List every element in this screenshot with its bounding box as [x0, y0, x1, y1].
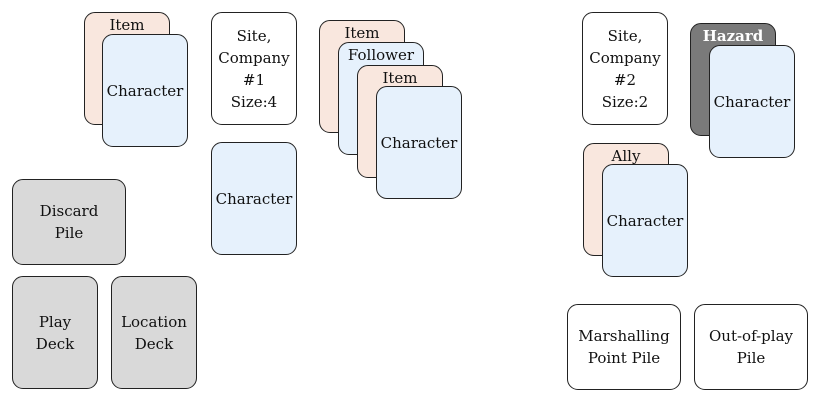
character-card[interactable]: Character [102, 34, 188, 147]
play-deck-label: Play Deck [35, 312, 75, 353]
item-card-stack-mid-label: Item [382, 69, 418, 87]
out-of-play-pile-label: Out-of-play Pile [709, 327, 793, 367]
site-card-company-1[interactable]: Site, Company #1 Size:4 [211, 12, 297, 125]
character-card-2[interactable]: Character [211, 142, 297, 255]
character-card-company-2b[interactable]: Character [602, 164, 688, 277]
discard-pile-label: Discard Pile [39, 202, 99, 242]
location-deck[interactable]: Location Deck [111, 276, 197, 389]
character-card-stack-label: Character [380, 133, 458, 152]
marshalling-point-pile-label: Marshalling Point Pile [578, 327, 670, 367]
character-card-company-2-label: Character [713, 92, 791, 111]
character-card-company-2b-label: Character [606, 211, 684, 230]
hazard-card-label: Hazard [702, 27, 764, 45]
marshalling-point-pile[interactable]: Marshalling Point Pile [567, 304, 681, 390]
character-card-company-2[interactable]: Character [709, 45, 795, 158]
discard-pile[interactable]: Discard Pile [12, 179, 126, 265]
ally-card-label: Ally [611, 147, 641, 165]
item-card-stack-top-label: Item [344, 24, 380, 42]
site-card-company-2[interactable]: Site, Company #2 Size:2 [582, 12, 668, 125]
character-card-label: Character [106, 81, 184, 100]
character-card-2-label: Character [215, 189, 293, 208]
item-card-label: Item [109, 16, 145, 34]
location-deck-label: Location Deck [121, 312, 187, 353]
out-of-play-pile[interactable]: Out-of-play Pile [694, 304, 808, 390]
character-card-stack[interactable]: Character [376, 86, 462, 199]
follower-card-label: Follower [347, 46, 415, 64]
play-deck[interactable]: Play Deck [12, 276, 98, 389]
site-card-company-2-label: Site, Company #2 Size:2 [589, 26, 661, 111]
site-card-company-1-label: Site, Company #1 Size:4 [218, 26, 290, 111]
